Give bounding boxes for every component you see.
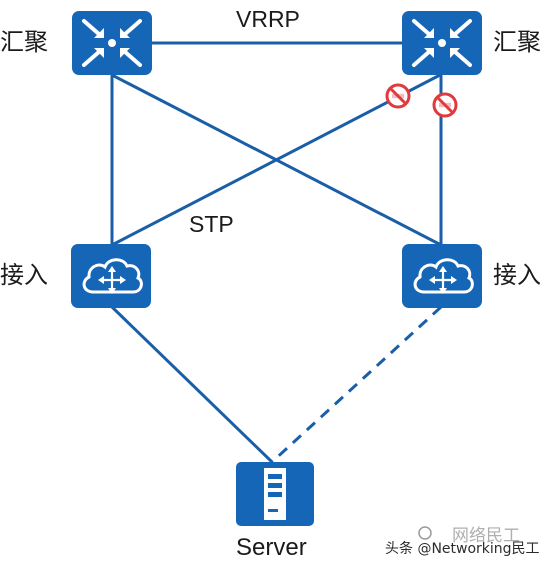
- aggregation-switch-left: [70, 9, 154, 77]
- link-accright-server-standby: [270, 305, 443, 464]
- watermark-bottom: 头条 @Networking民工: [385, 540, 540, 557]
- label-access-left: 接入: [0, 262, 48, 289]
- label-aggregation-left: 汇聚: [0, 29, 48, 56]
- label-access-right: 接入: [493, 262, 541, 289]
- blocked-port-icon: [432, 92, 458, 118]
- link-aggright-accleft: [111, 73, 441, 247]
- access-switch-right: [400, 242, 484, 310]
- watermark: 网络民工 头条 @Networking民工: [385, 526, 540, 557]
- server-icon: [236, 462, 314, 526]
- label-stp: STP: [189, 211, 234, 237]
- watermark-top: 网络民工: [452, 526, 520, 546]
- watermark-logo-icon: [418, 526, 432, 540]
- link-accleft-server: [110, 305, 274, 464]
- label-vrrp: VRRP: [236, 6, 300, 32]
- aggregation-switch-right: [400, 9, 484, 77]
- label-aggregation-right: 汇聚: [493, 29, 541, 56]
- label-server: Server: [236, 534, 307, 561]
- blocked-port-icon: [385, 83, 411, 109]
- links: [110, 41, 443, 464]
- access-switch-left: [69, 242, 153, 310]
